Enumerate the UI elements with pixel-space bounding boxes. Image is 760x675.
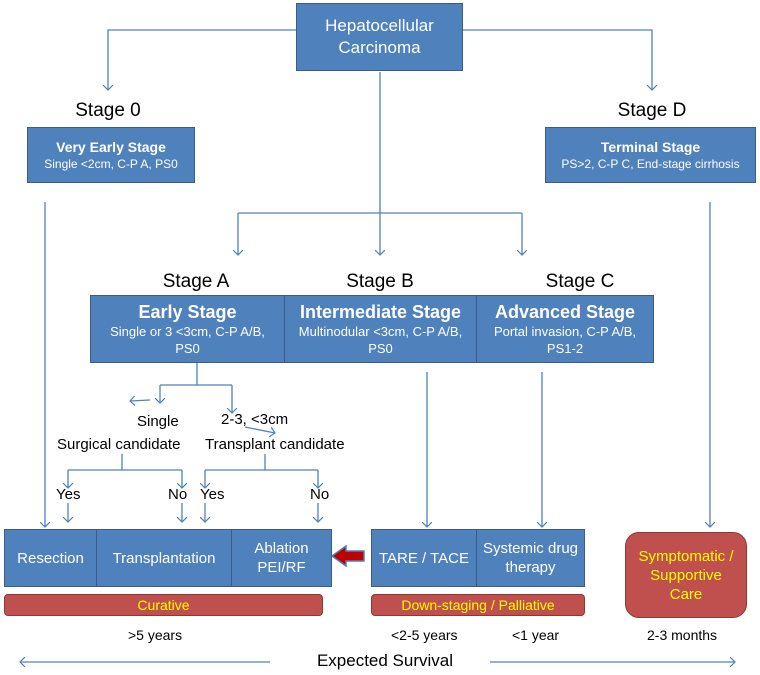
terminal-stage-desc: PS>2, C-P C, End-stage cirrhosis: [561, 156, 740, 171]
advanced-stage-box: Advanced Stage Portal invasion, C-P A/B,…: [476, 295, 654, 363]
ablation-label: Ablation PEI/RF: [254, 540, 309, 576]
transplantation-box: Transplantation: [96, 529, 232, 587]
intermediate-stage-desc: Multinodular <3cm, C-P A/B, PS0: [298, 324, 463, 356]
expected-survival-label: Expected Survival: [316, 651, 454, 670]
early-stage-title: Early Stage: [138, 302, 237, 322]
big-left-arrow: [330, 544, 365, 568]
ablation-box: Ablation PEI/RF: [231, 529, 332, 587]
resection-box: Resection: [4, 529, 97, 587]
stage-b-label: Stage B: [346, 271, 414, 292]
intermediate-stage-box: Intermediate Stage Multinodular <3cm, C-…: [284, 295, 477, 363]
survival-curative: >5 years: [128, 627, 183, 643]
terminal-stage-title: Terminal Stage: [600, 138, 701, 155]
palliative-bar: Down-staging / Palliative: [371, 594, 585, 616]
tare-tace-label: TARE / TACE: [378, 549, 469, 567]
stage-0-label: Stage 0: [75, 100, 141, 121]
survival-supportive: 2-3 months: [647, 627, 718, 643]
systemic-therapy-box: Systemic drug therapy: [476, 529, 585, 587]
terminal-stage-box: Terminal Stage PS>2, C-P C, End-stage ci…: [545, 127, 756, 183]
very-early-stage-box: Very Early Stage Single <2cm, C-P A, PS0: [27, 127, 195, 183]
surgical-no-label: No: [168, 486, 188, 503]
surgical-yes-label: Yes: [56, 486, 81, 503]
systemic-therapy-label: Systemic drug therapy: [482, 540, 579, 576]
transplant-candidate-label: Transplant candidate: [205, 436, 345, 453]
transplantation-label: Transplantation: [112, 549, 216, 567]
single-label: Single: [137, 413, 179, 430]
root-hcc-box: Hepatocellular Carcinoma: [296, 3, 463, 71]
palliative-label: Down-staging / Palliative: [401, 597, 555, 613]
transplant-yes-label: Yes: [200, 486, 225, 503]
transplant-no-label: No: [310, 486, 330, 503]
supportive-care-box: Symptomatic / Supportive Care: [625, 532, 747, 618]
two-three-label: 2-3, <3cm: [221, 411, 289, 428]
surgical-candidate-label: Surgical candidate: [57, 436, 181, 453]
curative-label: Curative: [137, 597, 190, 613]
stage-a-label: Stage A: [162, 271, 230, 292]
resection-label: Resection: [17, 549, 84, 567]
curative-bar: Curative: [4, 594, 323, 616]
survival-tare: <2-5 years: [391, 627, 458, 643]
stage-d-label: Stage D: [617, 100, 687, 121]
supportive-care-label: Symptomatic / Supportive Care: [638, 547, 734, 603]
root-title: Hepatocellular Carcinoma: [325, 16, 434, 57]
advanced-stage-desc: Portal invasion, C-P A/B, PS1-2: [493, 324, 637, 356]
intermediate-stage-title: Intermediate Stage: [299, 302, 462, 322]
tare-tace-box: TARE / TACE: [371, 529, 477, 587]
stage-c-label: Stage C: [545, 271, 615, 292]
early-stage-box: Early Stage Single or 3 <3cm, C-P A/B, P…: [90, 295, 285, 363]
survival-systemic: <1 year: [512, 627, 560, 643]
early-stage-desc: Single or 3 <3cm, C-P A/B, PS0: [110, 324, 265, 356]
advanced-stage-title: Advanced Stage: [494, 302, 636, 322]
very-early-stage-title: Very Early Stage: [56, 138, 166, 155]
very-early-stage-desc: Single <2cm, C-P A, PS0: [44, 156, 178, 171]
